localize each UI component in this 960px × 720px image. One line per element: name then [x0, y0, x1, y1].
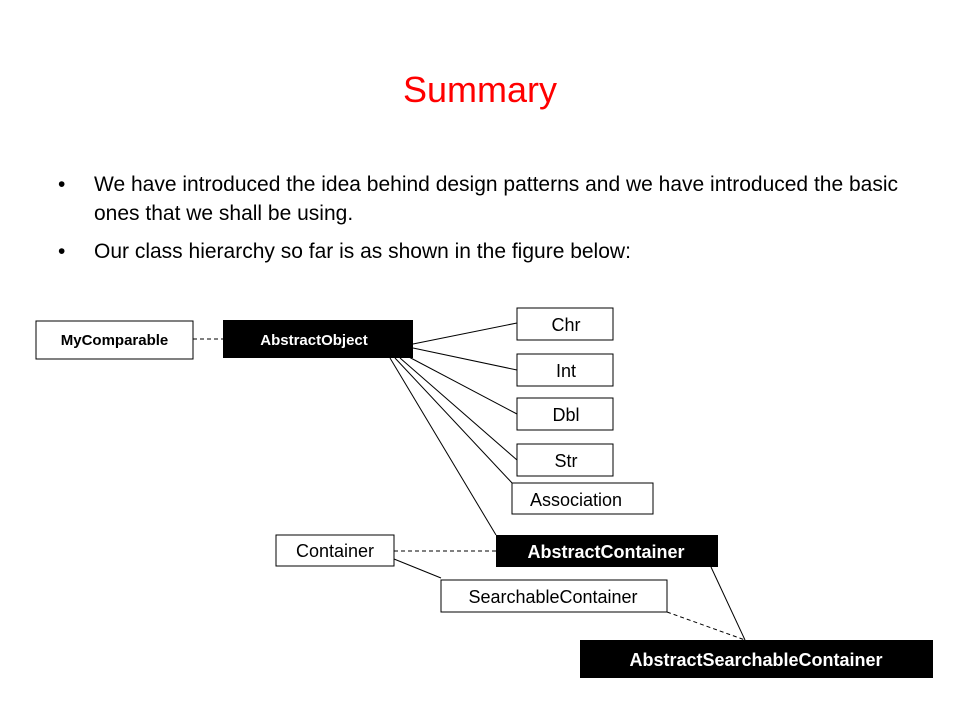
dash-searchablecontainer-abstractsearchablecontainer — [666, 611, 746, 641]
node-label: SearchableContainer — [468, 587, 637, 607]
slide-title: Summary — [402, 69, 558, 110]
node-mycomparable: MyComparable — [35, 320, 194, 360]
bullet-text: Our class hierarchy so far is as shown i… — [94, 240, 631, 263]
line-abstractobject-int — [412, 347, 518, 371]
node-abstractsearchablecontainer: AbstractSearchableContainer — [580, 640, 933, 678]
node-label: AbstractSearchableContainer — [629, 650, 882, 670]
line-abstractobject-str — [399, 357, 518, 461]
node-label: Dbl — [552, 405, 579, 425]
node-label: Container — [296, 541, 374, 561]
line-abstractcontainer-abstractsearchablecontainer — [710, 566, 746, 641]
bullet-text: We have introduced the idea behind desig… — [94, 173, 898, 225]
bullet-dot: • — [58, 240, 66, 263]
node-int: Int — [516, 353, 614, 387]
bullet-list: • We have introduced the idea behind des… — [58, 170, 898, 275]
node-label: AbstractObject — [260, 332, 368, 349]
line-abstractobject-association — [394, 357, 514, 485]
line-container-searchablecontainer — [393, 558, 442, 579]
bullet-item: • Our class hierarchy so far is as shown… — [58, 237, 898, 266]
node-abstractcontainer: AbstractContainer — [496, 535, 718, 567]
node-label: Int — [556, 361, 576, 381]
node-label: MyComparable — [61, 332, 169, 349]
node-chr: Chr — [516, 307, 614, 341]
line-abstractobject-dbl — [406, 355, 518, 415]
line-abstractobject-abstractcontainer — [389, 357, 497, 536]
node-container: Container — [275, 534, 395, 567]
node-label: Association — [530, 490, 622, 510]
node-label: Str — [554, 451, 577, 471]
bullet-item: • We have introduced the idea behind des… — [58, 170, 898, 228]
node-label: Chr — [551, 315, 580, 335]
node-abstractobject: AbstractObject — [223, 320, 413, 358]
bullet-dot: • — [58, 173, 66, 196]
node-searchablecontainer: SearchableContainer — [440, 579, 668, 613]
interface-lines — [193, 338, 746, 641]
line-abstractobject-chr — [412, 322, 518, 345]
node-association: Association — [511, 482, 654, 515]
inheritance-lines — [389, 322, 746, 641]
node-dbl: Dbl — [516, 397, 614, 431]
node-str: Str — [516, 443, 614, 477]
node-label: AbstractContainer — [527, 542, 684, 562]
